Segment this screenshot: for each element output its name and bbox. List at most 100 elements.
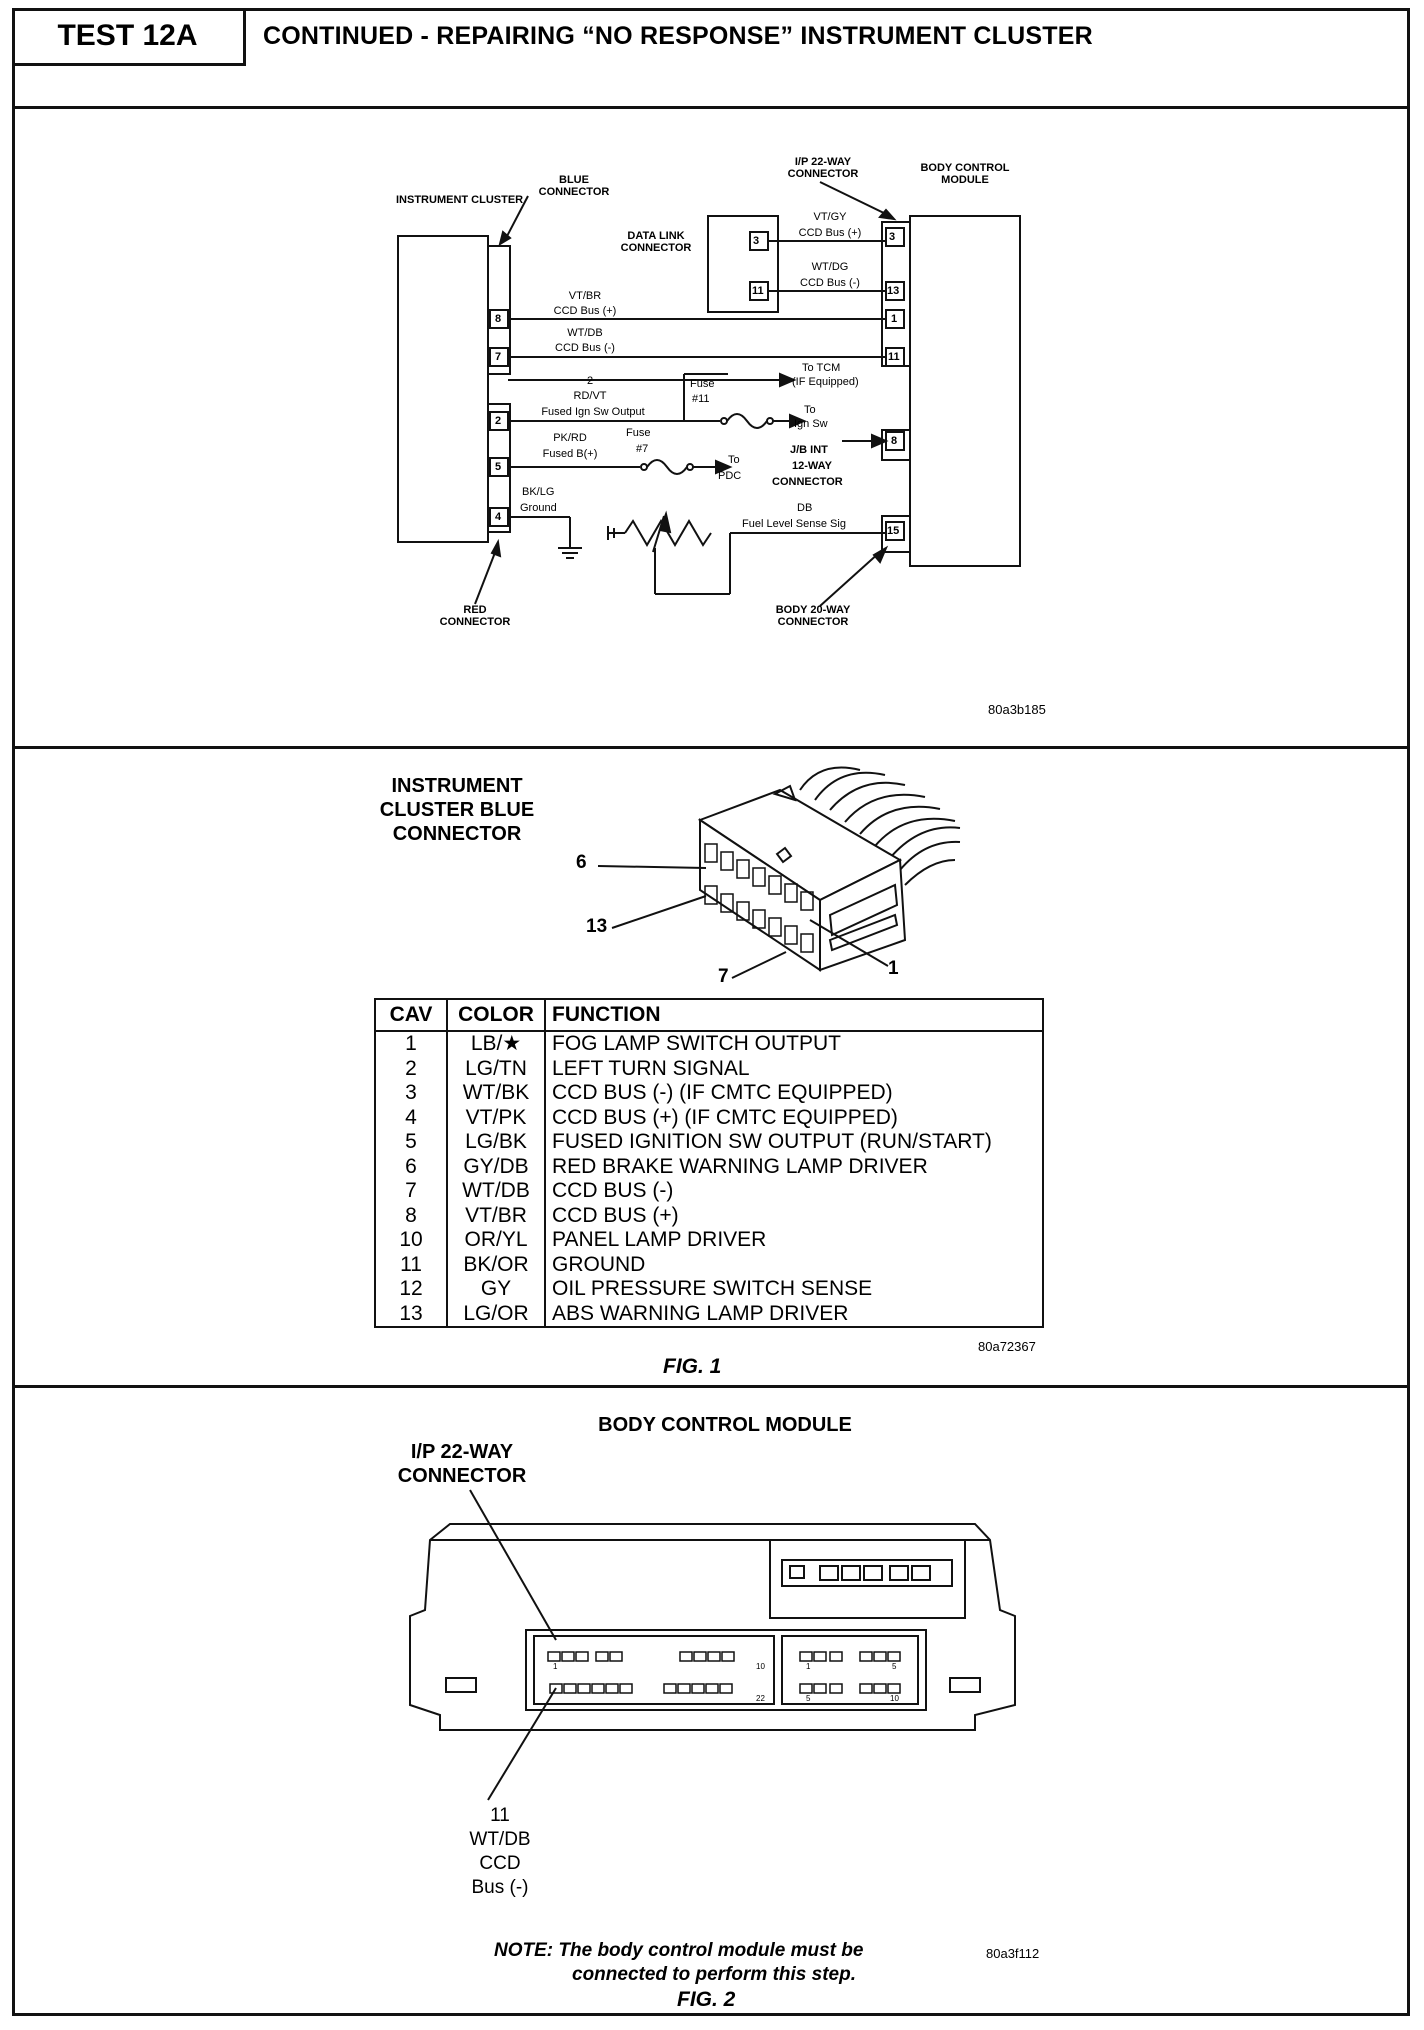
color-cell: LG/BK: [446, 1130, 546, 1155]
callout-line: WT/DB: [469, 1829, 531, 1850]
cav-cell: 6: [374, 1154, 448, 1179]
fig1-heading-line: CONNECTOR: [392, 823, 522, 845]
cavity-callout: 13: [586, 916, 608, 937]
wire-color: VT/GY: [813, 211, 847, 223]
wire-signal: CCD Bus (+): [798, 227, 862, 239]
cavity-11-callout: 11 WT/DB CCD Bus (-): [450, 1804, 550, 1900]
if-equipped-label: (IF Equipped): [792, 376, 859, 388]
ign-sw-label: Ign Sw: [794, 418, 828, 430]
column-header: FUNCTION: [544, 998, 1044, 1032]
fuse-number: #11: [692, 393, 710, 405]
fig1-heading-line: INSTRUMENT: [391, 775, 523, 797]
pin-label: 11: [752, 285, 764, 297]
color-cell: LB/★: [446, 1031, 546, 1057]
pin-label: 3: [889, 231, 896, 243]
callout-line: Bus (-): [471, 1877, 529, 1898]
jb-connector-label: 12-WAY: [792, 460, 832, 472]
wire-color: DB: [797, 502, 813, 514]
cav-cell: 5: [374, 1130, 448, 1155]
color-cell: VT/PK: [446, 1105, 546, 1130]
pin-label: 22: [756, 1694, 765, 1703]
pin-label: 4: [495, 511, 502, 523]
cav-cell: 1: [374, 1031, 448, 1057]
callout-line: 11: [490, 1805, 510, 1826]
function-cell: FUSED IGNITION SW OUTPUT (RUN/START): [544, 1130, 1044, 1155]
divider: [12, 106, 1410, 109]
cav-cell: 13: [374, 1301, 448, 1328]
cav-cell: 4: [374, 1105, 448, 1130]
pin-label: 10: [756, 1662, 765, 1671]
cav-cell: 8: [374, 1203, 448, 1228]
color-cell: VT/BR: [446, 1203, 546, 1228]
pin-label: 7: [495, 351, 502, 363]
wire-color: WT/DB: [567, 327, 603, 339]
figure-code: 80a3f112: [986, 1946, 1040, 1961]
fuse-number: #7: [636, 443, 649, 455]
figure-caption: FIG. 1: [663, 1355, 722, 1378]
column-header: COLOR: [446, 998, 546, 1032]
pin-label: 11: [888, 351, 900, 363]
pin-label: 5: [892, 1662, 897, 1671]
pin-label: 2: [495, 415, 502, 427]
pin-label: 5: [806, 1694, 811, 1703]
color-cell: LG/OR: [446, 1301, 546, 1328]
figure-code: 80a3b185: [988, 702, 1046, 717]
pdc-label: PDC: [718, 470, 742, 482]
fuse-label: Fuse: [626, 427, 651, 439]
wire-color: PK/RD: [553, 432, 587, 444]
pin-label: 5: [495, 461, 502, 473]
column-header: CAV: [374, 998, 448, 1032]
color-cell: WT/DB: [446, 1179, 546, 1204]
cavity-callout: 1: [888, 958, 899, 979]
jb-connector-label: CONNECTOR: [772, 476, 843, 488]
to-label: To: [728, 454, 740, 466]
wire-color: BK/LG: [522, 486, 555, 498]
pin-label: 10: [890, 1694, 899, 1703]
pin-label: 15: [887, 525, 900, 537]
function-cell: ABS WARNING LAMP DRIVER: [544, 1301, 1044, 1328]
wire-color: VT/BR: [568, 290, 602, 302]
color-cell: GY/DB: [446, 1154, 546, 1179]
color-cell: OR/YL: [446, 1228, 546, 1253]
wire-number: 2: [586, 375, 594, 387]
wire-color: RD/VT: [573, 390, 607, 402]
pin-label: 13: [887, 285, 900, 297]
wire-signal: Ground: [520, 502, 557, 514]
function-cell: GROUND: [544, 1252, 1044, 1277]
color-cell: BK/OR: [446, 1252, 546, 1277]
page-frame: [12, 8, 1410, 2016]
divider: [12, 1385, 1410, 1388]
note-text: The body control module must be: [558, 1940, 864, 1961]
fuse-label: Fuse: [690, 378, 715, 390]
figure-code: 80a72367: [978, 1339, 1036, 1354]
cav-cell: 7: [374, 1179, 448, 1204]
ip-connector-label: I/P 22-WAY CONNECTOR: [787, 156, 859, 180]
wire-signal: Fused B(+): [542, 448, 598, 460]
note: NOTE: The body control module must be: [494, 1940, 863, 1962]
ip-connector-heading: I/P 22-WAY CONNECTOR: [384, 1440, 540, 1488]
data-link-connector-label: DATA LINK CONNECTOR: [620, 230, 692, 254]
cav-cell: 3: [374, 1081, 448, 1106]
function-cell: CCD BUS (-): [544, 1179, 1044, 1204]
color-cell: GY: [446, 1277, 546, 1302]
cavity-callout: 7: [718, 966, 729, 987]
to-label: To: [804, 404, 816, 416]
fig1-heading-line: CLUSTER BLUE: [379, 799, 535, 821]
color-cell: WT/BK: [446, 1081, 546, 1106]
figure-caption: FIG. 2: [677, 1988, 736, 2011]
wire-signal: Fused Ign Sw Output: [541, 406, 645, 418]
function-cell: CCD BUS (+) (IF CMTC EQUIPPED): [544, 1105, 1044, 1130]
test-label: TEST 12A: [12, 8, 246, 66]
red-connector-label: RED CONNECTOR: [439, 604, 511, 628]
